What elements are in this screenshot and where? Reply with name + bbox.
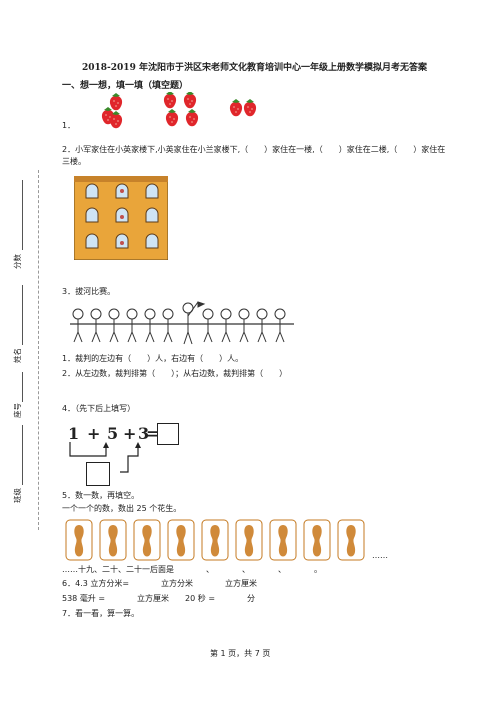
- strawberry-icon: [243, 99, 257, 117]
- strawberry-icon: [183, 92, 197, 109]
- question-5-desc: 一个一个的数，数出 25 个花生。: [62, 504, 182, 513]
- eq-equals: =: [146, 424, 160, 443]
- answer-box-bottom[interactable]: [86, 462, 110, 486]
- page-footer: 第 1 页，共 7 页: [210, 649, 271, 658]
- question-3: 3．拔河比赛。: [62, 287, 116, 296]
- tug-of-war-image: [70, 301, 294, 345]
- question-5: 5．数一数，再填空。: [62, 491, 140, 500]
- peanut-icon: [65, 519, 93, 561]
- question-2-line1: 2．小军家住在小英家楼下,小英家住在小兰家楼下,（ ）家住在一楼,（ ）家住在二…: [62, 145, 446, 154]
- building-image: [74, 176, 168, 260]
- peanut-icon: [167, 519, 195, 561]
- strawberry-icon: [185, 109, 199, 127]
- strawberry-groups: [101, 92, 257, 129]
- binding-line: [38, 170, 39, 530]
- eq-num-1: 1: [68, 424, 80, 443]
- eq-num-3: 3: [138, 424, 150, 443]
- id-line: [22, 372, 23, 402]
- eq-op-1: +: [87, 424, 101, 443]
- question-5-line: ……十九、二十、二十一后面是 、 、 、 。: [62, 565, 322, 574]
- question-6-line1: 6．4.3 立方分米= 立方分米 立方厘米: [62, 579, 258, 588]
- eq-op-2: +: [123, 424, 137, 443]
- question-2-line2: 三楼。: [62, 157, 86, 166]
- question-6-line2: 538 毫升 = 立方厘米 20 秒 = 分: [62, 594, 256, 603]
- class-label: 班级: [13, 488, 22, 503]
- question-3-sub2: 2．从左边数，裁判排第（ ）；从右边数，裁判排第（ ）: [62, 369, 288, 378]
- peanut-icon: [337, 519, 365, 561]
- answer-box-top[interactable]: [157, 423, 179, 445]
- peanut-row: [65, 519, 365, 561]
- flow-arrows: [69, 442, 141, 473]
- eq-num-2: 5: [107, 424, 119, 443]
- peanut-icon: [133, 519, 161, 561]
- question-1: 1．: [62, 121, 76, 130]
- question-4: 4．（先下后上填写）: [62, 404, 136, 413]
- peanut-ellipsis: ……: [372, 551, 388, 560]
- peanut-icon: [269, 519, 297, 561]
- section-heading: 一、想一想，填一填（填空题）: [62, 81, 189, 91]
- strawberry-icon: [229, 99, 243, 117]
- strawberry-icon: [163, 92, 177, 109]
- score-label: 分数: [13, 254, 22, 269]
- strawberry-icon: [165, 109, 179, 127]
- peanut-icon: [303, 519, 331, 561]
- class-line: [22, 425, 23, 485]
- page-title: 2018-2019 年沈阳市于洪区宋老师文化教育培训中心一年级上册数学模拟月考无…: [82, 63, 427, 73]
- question-7: 7．看一看，算一算。: [62, 609, 140, 618]
- question-3-sub1: 1．裁判的左边有（ ）人，右边有（ ）人。: [62, 354, 244, 363]
- name-line: [22, 285, 23, 345]
- name-label: 姓名: [13, 348, 22, 363]
- strawberry-icon: [109, 93, 123, 111]
- score-line: [22, 180, 23, 250]
- peanut-icon: [235, 519, 263, 561]
- peanut-icon: [99, 519, 127, 561]
- id-label: 座号: [13, 403, 22, 418]
- peanut-icon: [201, 519, 229, 561]
